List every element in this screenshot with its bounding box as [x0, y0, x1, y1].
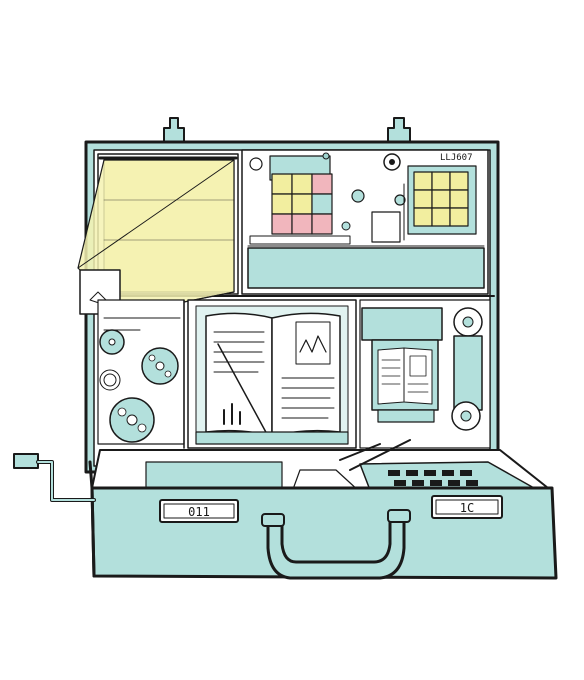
side-crank-handle[interactable] [13, 453, 96, 502]
knob-small [322, 152, 330, 160]
film-reel-icon [99, 329, 125, 355]
lid-latch-left [163, 117, 185, 143]
control-panel: LLJ607 [241, 149, 489, 295]
open-book-section [187, 299, 357, 449]
book-picture [295, 321, 331, 365]
switch-box [371, 211, 401, 243]
viewer-device [359, 299, 491, 449]
color-grid-left [269, 155, 333, 235]
right-tag-label: 1C [460, 501, 474, 515]
corner-label: LLJ607 [440, 153, 473, 163]
film-reel-section [97, 299, 185, 449]
projection-compartment [77, 153, 239, 315]
film-reel-icon [109, 397, 155, 443]
left-tag-label: 011 [188, 505, 210, 519]
film-reel-icon [141, 347, 179, 385]
suitcase-base [13, 439, 558, 580]
dial-top-left [249, 157, 263, 171]
color-grid-right [407, 165, 477, 235]
right-name-tag: 1C [431, 495, 503, 519]
lid-latch-right [387, 117, 411, 143]
left-name-tag: 011 [159, 499, 239, 523]
